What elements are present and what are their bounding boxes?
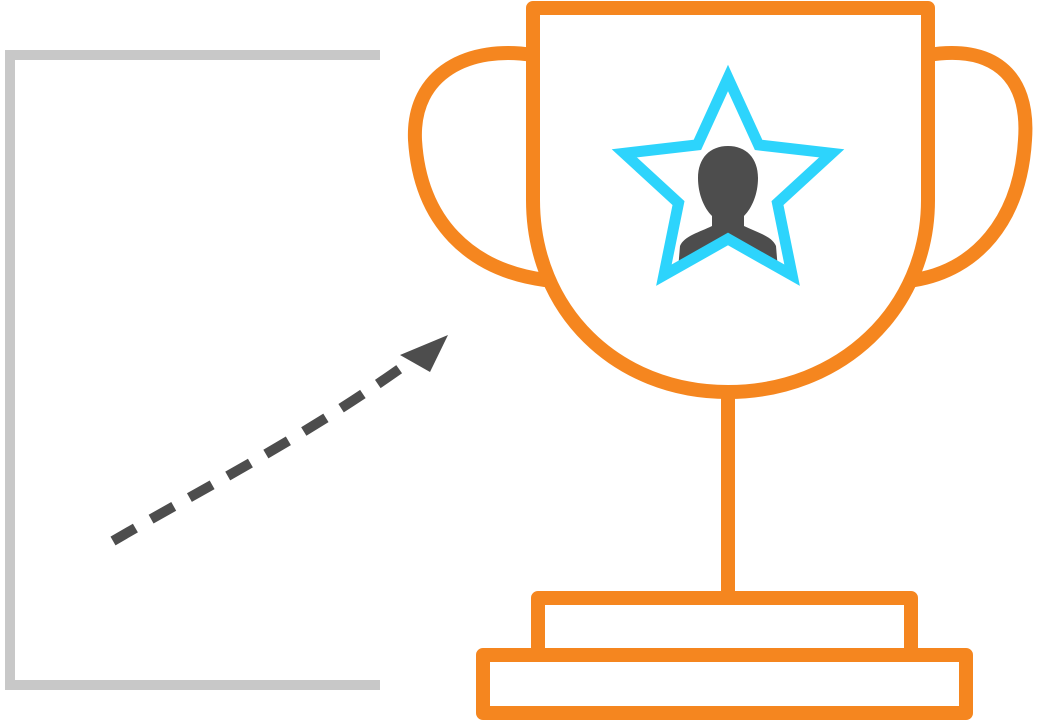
arrow-head-icon [400, 335, 448, 372]
star-icon [611, 64, 845, 286]
dashed-arrow-line [110, 360, 408, 546]
trophy-right-handle [908, 45, 1033, 287]
trophy-base-top [531, 591, 918, 662]
bracket-frame [5, 50, 380, 690]
trophy-left-handle [407, 45, 552, 287]
person-icon [678, 146, 778, 270]
trophy-base-bottom [476, 648, 973, 720]
trophy-icon [407, 1, 1033, 720]
